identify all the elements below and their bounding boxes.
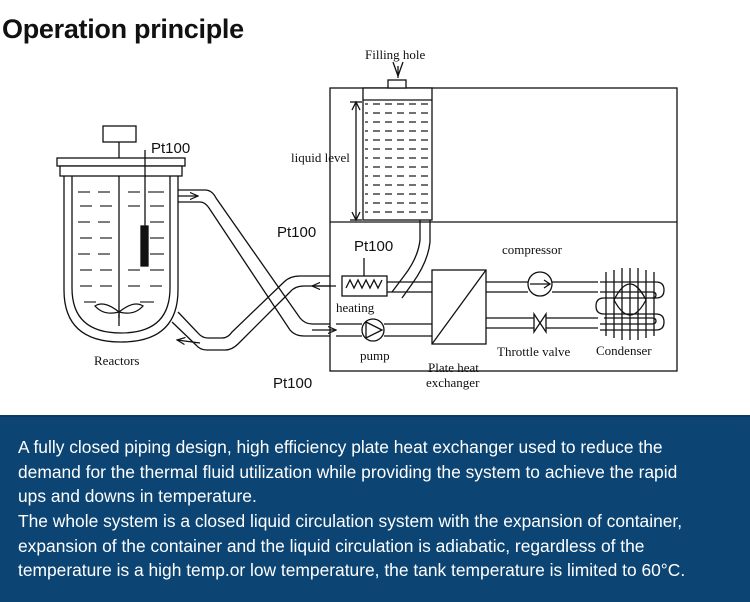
pump-label: pump xyxy=(360,348,390,363)
operation-diagram: Filling hole liquid level Pt100 Pt100 Pt… xyxy=(56,47,678,392)
pt100-left-label: Pt100 xyxy=(277,224,316,241)
liquid-level-label: liquid level xyxy=(291,150,350,165)
condenser xyxy=(595,268,665,340)
chiller-cabinet xyxy=(329,87,678,372)
expansion-tank xyxy=(350,61,433,299)
heater xyxy=(341,258,432,297)
exchanger-label: exchanger xyxy=(426,375,480,390)
reactor xyxy=(56,125,198,343)
description-paragraph-1: A fully closed piping design, high effic… xyxy=(18,437,678,506)
refrigeration-loop xyxy=(486,281,600,329)
reactors-label: Reactors xyxy=(94,353,139,368)
plate-heat-exchanger xyxy=(431,269,487,345)
filling-hole-label: Filling hole xyxy=(365,47,426,62)
pump xyxy=(336,318,432,342)
description-panel: A fully closed piping design, high effic… xyxy=(0,415,750,602)
plate-heat-label: Plate heat xyxy=(428,360,479,375)
heating-label: heating xyxy=(336,300,375,315)
page-title: Operation principle xyxy=(2,14,244,44)
pt100-heater-label: Pt100 xyxy=(354,238,393,255)
compressor xyxy=(527,271,553,297)
throttle-valve-label: Throttle valve xyxy=(497,344,571,359)
pt100-bottom-label: Pt100 xyxy=(273,375,312,392)
throttle-valve xyxy=(533,311,547,335)
compressor-label: compressor xyxy=(502,242,563,257)
pt100-reactor-label: Pt100 xyxy=(151,140,190,157)
circulation-pipes xyxy=(171,189,336,351)
condenser-label: Condenser xyxy=(596,343,652,358)
reactor-liquid xyxy=(78,191,164,303)
description-paragraph-2: The whole system is a closed liquid circ… xyxy=(18,511,686,580)
